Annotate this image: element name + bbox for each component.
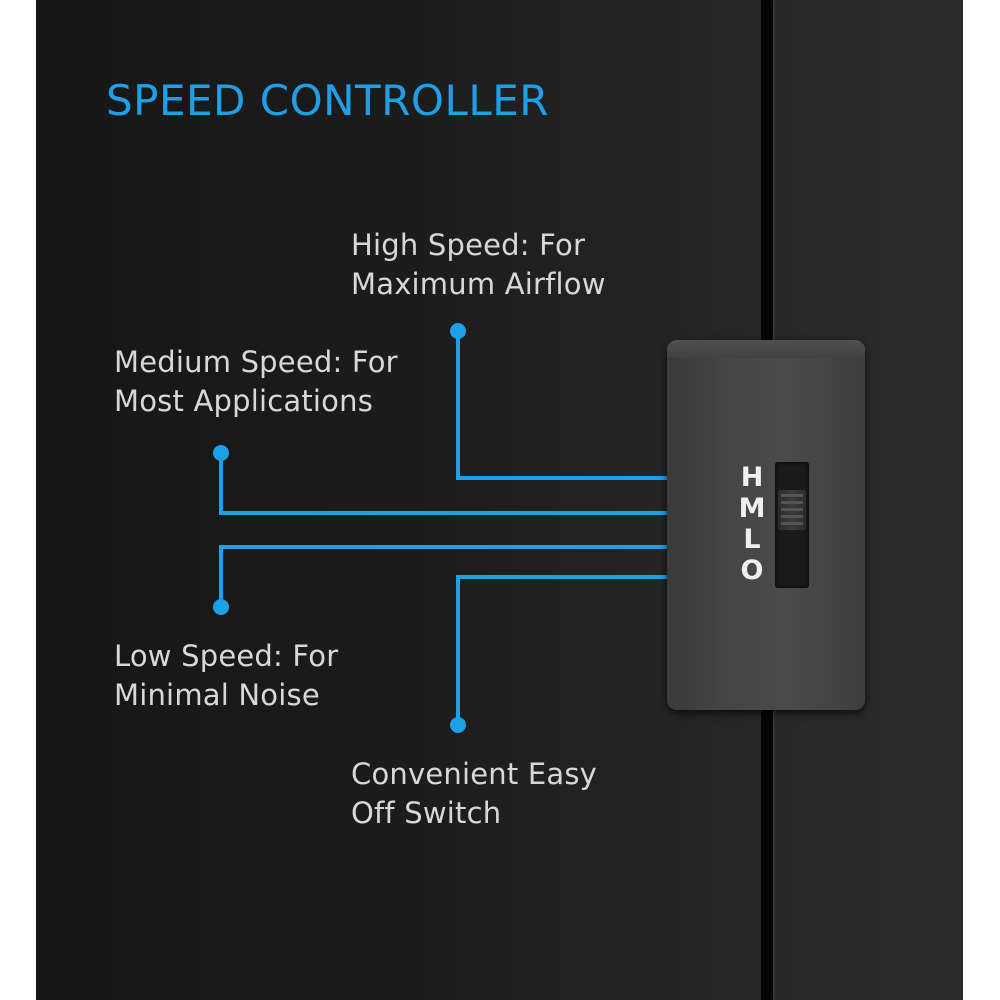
callout-high-line2: Maximum Airflow: [351, 267, 606, 301]
speed-slider-track[interactable]: [775, 462, 809, 588]
callout-medium-line1: Medium Speed: For: [114, 345, 398, 379]
switch-label-high: H: [740, 462, 764, 493]
power-cable-top: [761, 0, 773, 350]
leader-line-low: [219, 545, 668, 607]
callout-low-line1: Low Speed: For: [114, 639, 339, 673]
leader-dot-high: [450, 323, 466, 339]
knob-grip-line: [781, 501, 803, 504]
leader-dot-off: [450, 717, 466, 733]
callout-high-line1: High Speed: For: [351, 228, 586, 262]
knob-grip-line: [781, 515, 803, 518]
callout-leader-lines: [213, 323, 668, 733]
power-cable-bottom: [761, 700, 773, 1000]
callout-high-speed: High Speed: For Maximum Airflow: [351, 226, 606, 304]
speed-slider-knob[interactable]: [778, 490, 806, 530]
callout-off-switch: Convenient Easy Off Switch: [351, 755, 597, 833]
speed-controller-box: H M L O: [667, 340, 865, 710]
switch-label-off: O: [740, 555, 764, 586]
knob-grip-line: [781, 494, 803, 497]
callout-off-line2: Off Switch: [351, 796, 502, 830]
callout-off-line1: Convenient Easy: [351, 757, 597, 791]
speed-controller-diagram: SPEED CONTROLLER High Speed: For Maximum…: [36, 0, 963, 1000]
switch-label-medium: M: [738, 493, 766, 524]
leader-line-off: [456, 575, 668, 725]
leader-line-high: [456, 331, 668, 480]
switch-label-low: L: [743, 524, 761, 555]
callout-medium-line2: Most Applications: [114, 384, 374, 418]
controller-box-top: [667, 340, 865, 358]
page-title: SPEED CONTROLLER: [106, 76, 549, 125]
switch-position-labels: H M L O: [737, 462, 767, 586]
knob-grip-line: [781, 522, 803, 525]
callout-low-speed: Low Speed: For Minimal Noise: [114, 637, 338, 715]
knob-grip-line: [781, 508, 803, 511]
leader-dot-low: [213, 599, 229, 615]
leader-dot-medium: [213, 445, 229, 461]
leader-line-medium: [219, 453, 668, 515]
callout-low-line2: Minimal Noise: [114, 678, 320, 712]
callout-medium-speed: Medium Speed: For Most Applications: [114, 343, 398, 421]
